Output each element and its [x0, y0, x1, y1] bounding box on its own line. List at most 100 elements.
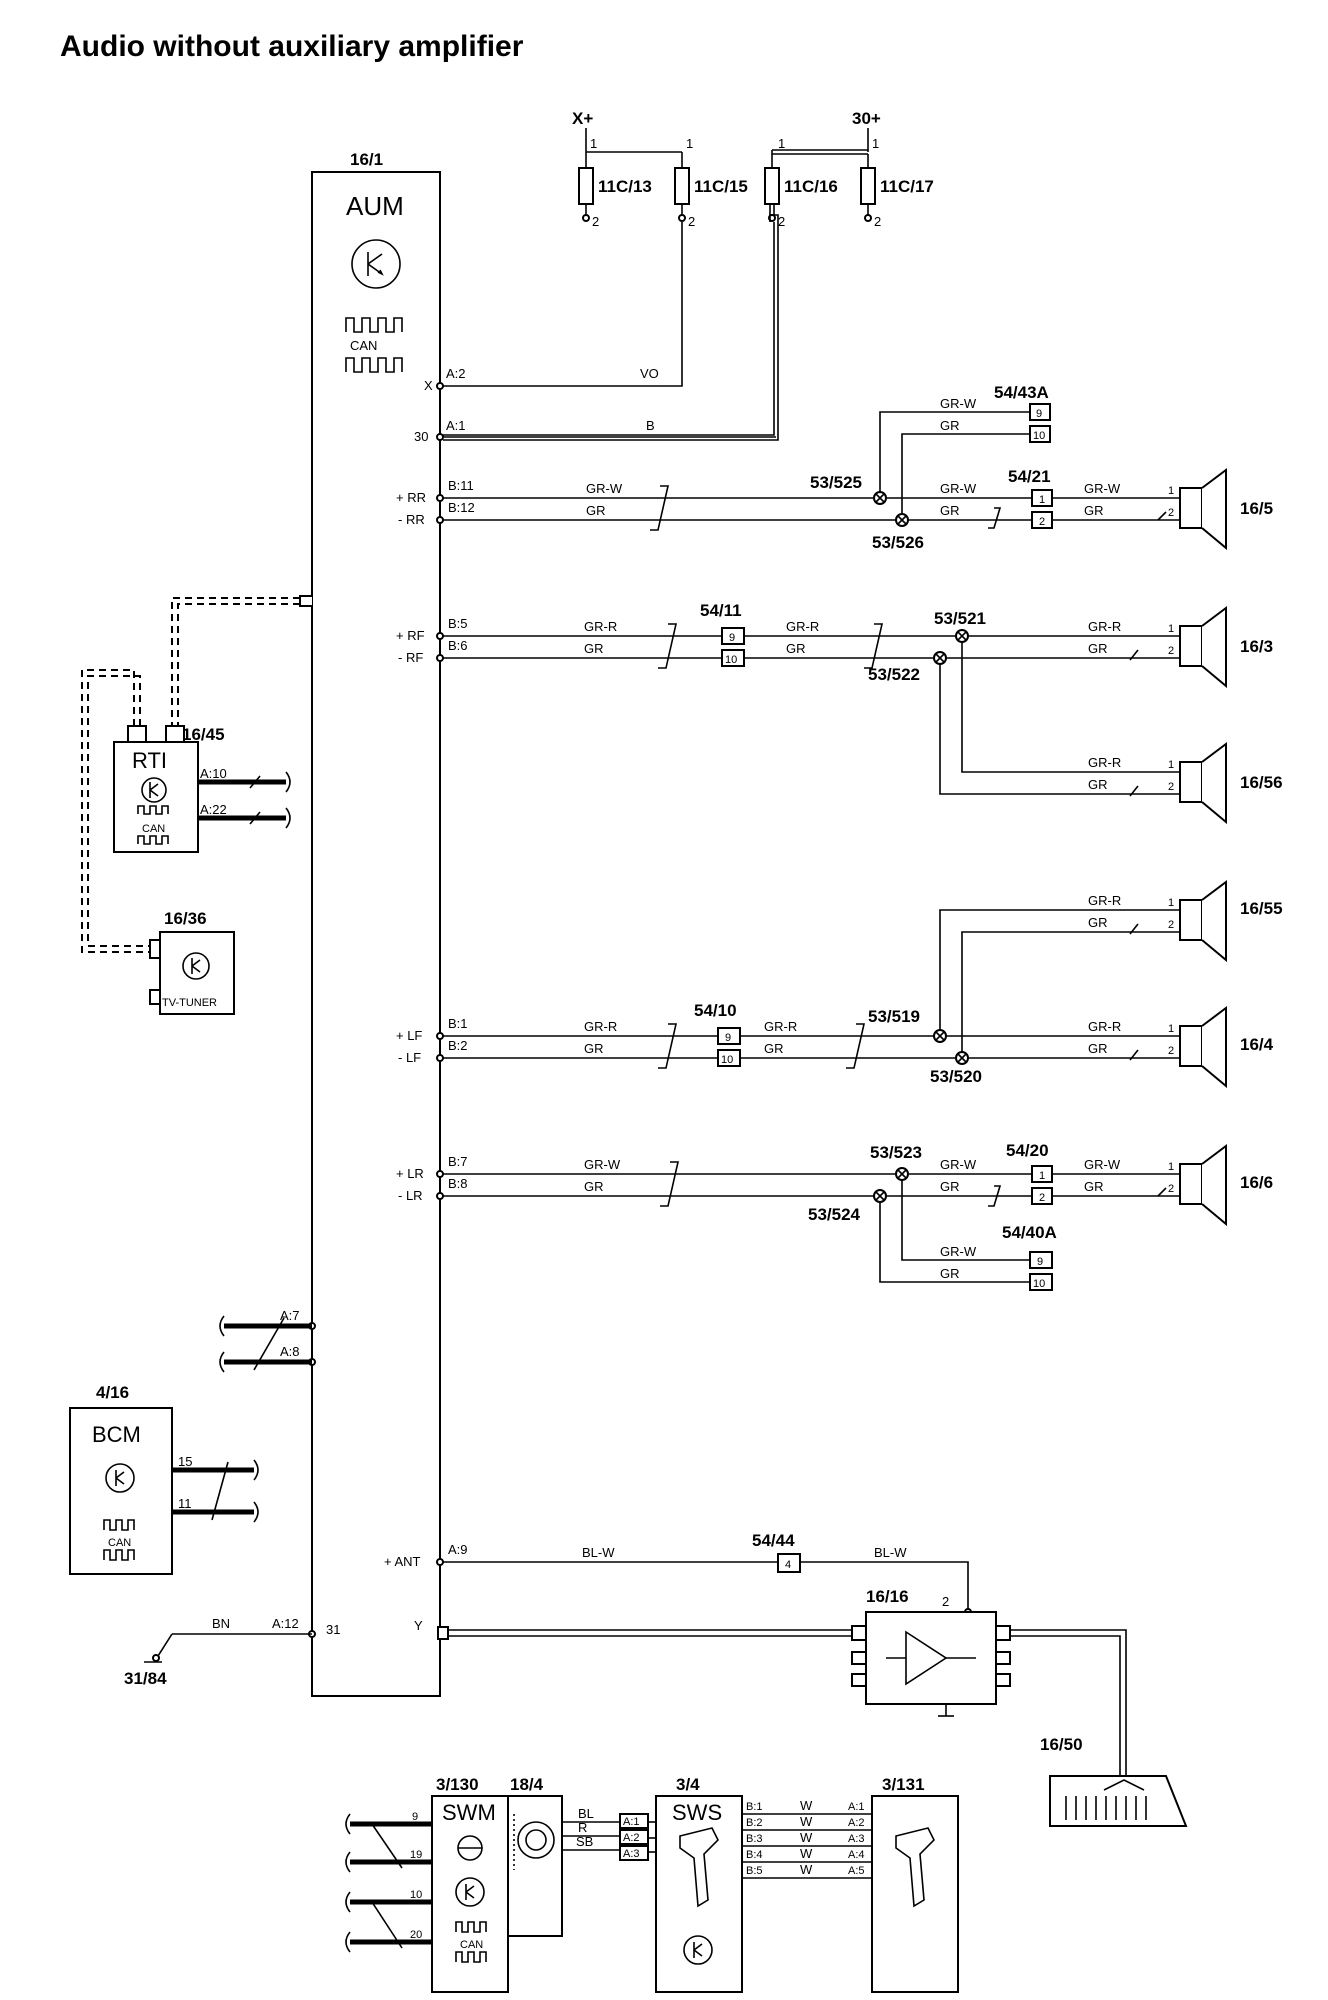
- svg-text:3/130: 3/130: [436, 1775, 479, 1794]
- stalk-switch-icon: [895, 1827, 935, 1908]
- svg-text:1: 1: [590, 136, 597, 151]
- bcm-module: 4/16 BCM CAN 15 11: [69, 1383, 259, 1575]
- svg-text:CAN: CAN: [142, 823, 165, 835]
- svg-text:B:12: B:12: [448, 500, 475, 515]
- svg-text:A:12: A:12: [272, 1616, 299, 1631]
- svg-text:GR-R: GR-R: [1088, 755, 1121, 770]
- svg-text:TV-TUNER: TV-TUNER: [162, 997, 217, 1009]
- svg-text:9: 9: [412, 1811, 418, 1823]
- svg-text:53/526: 53/526: [872, 533, 924, 552]
- rti-module: 16/45 RTI CAN A:10 A:22: [81, 595, 312, 953]
- svg-text:1: 1: [1168, 623, 1174, 635]
- svg-text:19: 19: [410, 1849, 422, 1861]
- svg-text:1: 1: [1168, 1023, 1174, 1035]
- svg-text:W: W: [800, 1830, 813, 1845]
- svg-text:1: 1: [778, 136, 785, 151]
- lr-channel: GR-W GR 53/523 53/524 GR-W GR 1 2 54/20 …: [443, 1141, 1273, 1291]
- svg-text:2: 2: [1039, 1192, 1045, 1204]
- svg-text:2: 2: [874, 214, 881, 229]
- svg-text:A:8: A:8: [280, 1344, 300, 1359]
- svg-text:2: 2: [688, 214, 695, 229]
- swm-module: 3/130 SWM CAN 9 19 10 20: [345, 1775, 509, 1993]
- svg-text:SB: SB: [576, 1834, 593, 1849]
- clock-spring-icon: [517, 1821, 555, 1859]
- svg-text:GR-W: GR-W: [584, 1157, 621, 1172]
- svg-text:2: 2: [778, 214, 785, 229]
- antenna-amplifier: [865, 1611, 997, 1705]
- svg-text:16/5: 16/5: [1240, 499, 1273, 518]
- svg-text:31/84: 31/84: [124, 1669, 167, 1688]
- svg-text:GR: GR: [940, 503, 960, 518]
- svg-text:AUM: AUM: [346, 191, 404, 221]
- svg-text:BL: BL: [578, 1806, 594, 1821]
- connector-54-44: [777, 1553, 801, 1573]
- svg-text:54/44: 54/44: [752, 1531, 795, 1550]
- svg-text:16/16: 16/16: [866, 1587, 909, 1606]
- fuse-11c16: [764, 167, 780, 205]
- svg-text:GR: GR: [940, 418, 960, 433]
- svg-text:4/16: 4/16: [96, 1383, 129, 1402]
- svg-text:2: 2: [1168, 919, 1174, 931]
- svg-text:GR: GR: [940, 1266, 960, 1281]
- svg-text:9: 9: [1036, 408, 1042, 420]
- svg-text:B:8: B:8: [448, 1176, 468, 1191]
- svg-text:54/21: 54/21: [1008, 467, 1051, 486]
- svg-text:B:11: B:11: [448, 478, 474, 493]
- svg-text:VO: VO: [640, 366, 659, 381]
- svg-text:1: 1: [1168, 485, 1174, 497]
- svg-text:20: 20: [410, 1929, 422, 1941]
- svg-text:9: 9: [725, 1032, 731, 1044]
- svg-text:+ RF: + RF: [396, 628, 425, 643]
- sws-3131-wires: W W W W W A:1 A:2 A:3 A:4 A:5: [742, 1798, 872, 1879]
- svg-text:GR-W: GR-W: [586, 481, 623, 496]
- svg-text:10: 10: [410, 1889, 422, 1901]
- svg-text:53/520: 53/520: [930, 1067, 982, 1086]
- svg-text:GR-R: GR-R: [584, 619, 617, 634]
- speaker-icon: [1201, 606, 1227, 689]
- speaker-icon: [1201, 1006, 1227, 1089]
- svg-text:CAN: CAN: [108, 1537, 131, 1549]
- svg-text:53/525: 53/525: [810, 473, 862, 492]
- rear-window-antenna: [1049, 1775, 1188, 1827]
- connector-54-43a-pin9: [1029, 403, 1051, 421]
- svg-text:B:4: B:4: [746, 1849, 763, 1861]
- svg-text:11: 11: [178, 1496, 192, 1511]
- svg-text:A:1: A:1: [623, 1816, 640, 1828]
- svg-text:2: 2: [942, 1594, 949, 1609]
- svg-text:B:5: B:5: [448, 616, 468, 631]
- connector-54-40a-pin10: [1029, 1273, 1053, 1291]
- svg-text:A:2: A:2: [848, 1817, 865, 1829]
- svg-text:54/11: 54/11: [700, 601, 742, 620]
- can-signal-icon: [345, 317, 403, 333]
- svg-text:B:2: B:2: [448, 1038, 468, 1053]
- svg-text:CAN: CAN: [460, 1939, 483, 1951]
- svg-text:GR-W: GR-W: [940, 396, 977, 411]
- svg-text:2: 2: [1168, 1183, 1174, 1195]
- svg-text:W: W: [800, 1862, 813, 1877]
- svg-text:GR-W: GR-W: [940, 481, 977, 496]
- speaker-icon: [1201, 1144, 1227, 1227]
- svg-text:GR-W: GR-W: [1084, 481, 1121, 496]
- svg-text:A:5: A:5: [848, 1865, 865, 1877]
- svg-text:16/1: 16/1: [350, 150, 383, 169]
- speaker-icon: [1201, 742, 1227, 825]
- svg-text:B:5: B:5: [746, 1865, 763, 1877]
- svg-text:B:3: B:3: [746, 1833, 763, 1845]
- svg-text:2: 2: [1168, 1045, 1174, 1057]
- svg-text:54/43A: 54/43A: [994, 383, 1049, 402]
- svg-text:GR: GR: [1088, 915, 1108, 930]
- transistor-icon: [351, 239, 401, 289]
- svg-text:4: 4: [785, 1559, 791, 1571]
- svg-text:53/521: 53/521: [934, 609, 986, 628]
- svg-text:CAN: CAN: [350, 338, 377, 353]
- page-title: Audio without auxiliary amplifier: [60, 30, 524, 63]
- speaker-icon: [1201, 468, 1227, 551]
- transistor-icon: [105, 1463, 135, 1493]
- svg-text:GR: GR: [764, 1041, 784, 1056]
- svg-text:B:2: B:2: [746, 1817, 763, 1829]
- aum-module: 16/1 AUM CAN X A:2 30 A:1 + RR B:11 - RR…: [272, 150, 475, 1697]
- antenna-symbol: Y: [414, 1618, 423, 1633]
- svg-text:GR: GR: [584, 641, 604, 656]
- svg-text:10: 10: [1033, 430, 1045, 442]
